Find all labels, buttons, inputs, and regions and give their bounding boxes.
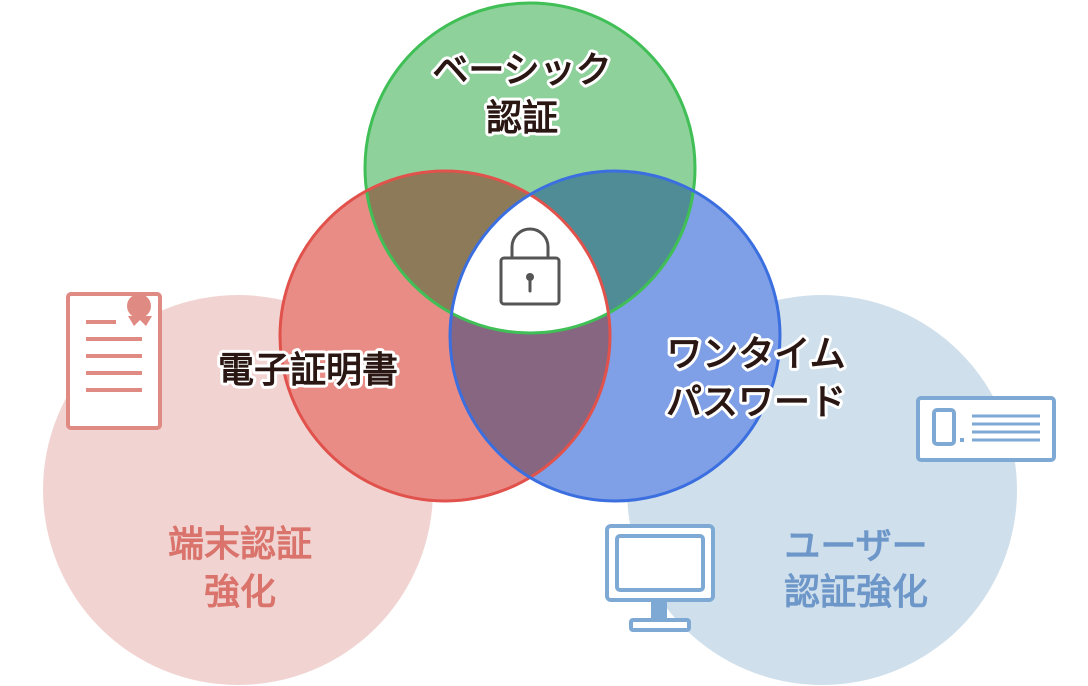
id-card-icon [916,396,1056,462]
certificate-document-icon [66,292,162,430]
user-auth-label-line1: ユーザー [784,526,927,567]
overlap-basic-otp [450,171,695,333]
basic-auth-label-line1: ベーシック [432,50,611,91]
user-auth-label-line2: 認証強化 [784,572,928,613]
monitor-icon [605,524,715,632]
client-cert-outline [278,169,612,503]
otp-label-line2: パスワード [666,382,846,423]
padlock-icon [499,227,561,306]
otp-outline [448,169,782,503]
basic-auth-outline [363,1,697,335]
otp-label-line1: ワンタイム [666,334,845,375]
client-cert-label: 電子証明書 [218,350,398,391]
device-auth-label-line2: 強化 [204,572,276,613]
overlap-basic-cert [365,171,610,333]
device-auth-label-line1: 端末認証 [168,524,312,565]
basic-auth-label-line2: 認証 [486,98,558,139]
